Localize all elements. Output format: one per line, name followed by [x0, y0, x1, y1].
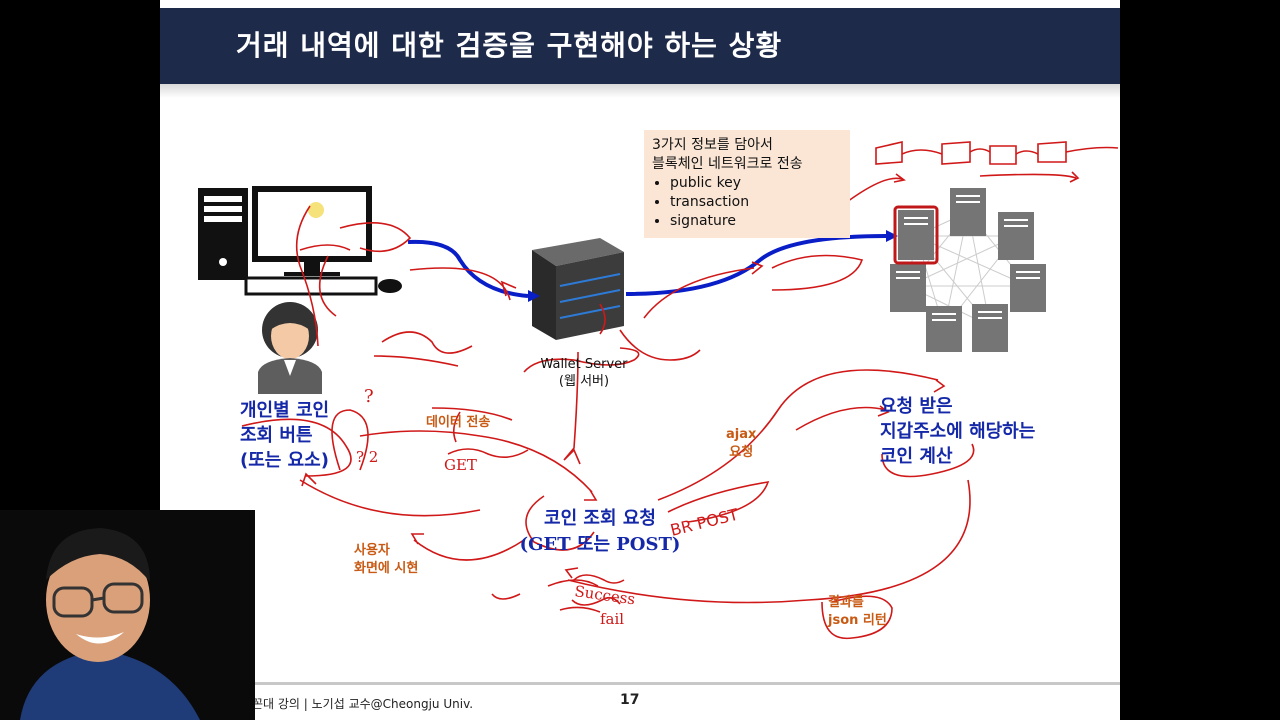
- coin-request-line-1: 코인 조회 요청: [544, 508, 656, 529]
- coin-request-label: 코인 조회 요청 (GET 또는 POST): [500, 506, 700, 558]
- coin-calc-line-3: 코인 계산: [880, 446, 953, 467]
- result-label-line-1: 결과를: [828, 595, 864, 610]
- user-action-label: 개인별 코인 조회 버튼 (또는 요소): [240, 398, 329, 473]
- blockchain-network-icon: [890, 188, 1046, 352]
- coin-calc-label: 요청 받은 지갑주소에 해당하는 코인 계산: [880, 394, 1035, 469]
- display-label-line-1: 사용자: [354, 543, 390, 558]
- info-item-public-key: public key: [670, 174, 842, 193]
- page-title: 거래 내역에 대한 검증을 구현해야 하는 상황: [236, 29, 783, 62]
- ajax-label-line-2: 요청: [729, 445, 754, 460]
- coin-calc-line-1: 요청 받은: [880, 396, 953, 417]
- wallet-server-icon: [532, 238, 624, 340]
- svg-text:? 2: ? 2: [356, 448, 378, 466]
- info-line-2: 블록체인 네트워크로 전송: [652, 156, 803, 172]
- presenter-video: [0, 510, 255, 720]
- title-bar: 거래 내역에 대한 검증을 구현해야 하는 상황: [160, 8, 1120, 84]
- wallet-server-name: Wallet Server: [540, 357, 628, 372]
- info-item-transaction: transaction: [670, 193, 842, 212]
- result-label: 결과를 json 리턴: [828, 594, 887, 630]
- page-number: 17: [620, 692, 640, 708]
- info-list: public key transaction signature: [652, 174, 842, 231]
- display-label-line-2: 화면에 시현: [354, 561, 419, 576]
- svg-text:fail: fail: [600, 610, 624, 628]
- title-divider: [160, 84, 1120, 98]
- ajax-label-line-1: ajax: [726, 427, 757, 442]
- user-action-line-1: 개인별 코인: [240, 400, 330, 421]
- monitor-icon: [244, 186, 402, 296]
- data-transfer-label: 데이터 전송: [426, 415, 491, 430]
- flow-arrow-server-to-network: [625, 234, 887, 296]
- user-avatar-icon: [258, 302, 322, 394]
- user-action-line-3: (또는 요소): [240, 450, 329, 471]
- info-line-1: 3가지 정보를 담아서: [652, 137, 773, 153]
- display-label: 사용자 화면에 시현: [354, 542, 418, 578]
- ajax-request-label: ajax 요청: [726, 426, 756, 462]
- info-item-signature: signature: [670, 212, 842, 231]
- slide: 거래 내역에 대한 검증을 구현해야 하는 상황: [160, 0, 1120, 720]
- coin-request-line-2: (GET 또는 POST): [519, 534, 681, 555]
- wallet-server-label: Wallet Server (웹 서버): [524, 356, 644, 390]
- user-action-line-2: 조회 버튼: [240, 425, 313, 446]
- svg-text:GET: GET: [444, 456, 477, 474]
- result-label-line-2: json 리턴: [828, 613, 887, 628]
- footer-divider: [160, 682, 1120, 685]
- pc-tower-icon: [198, 188, 248, 280]
- wallet-server-sub: (웹 서버): [558, 374, 610, 389]
- coin-calc-line-2: 지갑주소에 해당하는: [880, 421, 1036, 442]
- info-box: 3가지 정보를 담아서 블록체인 네트워크로 전송 public key tra…: [644, 130, 850, 238]
- svg-text:?: ?: [364, 386, 374, 407]
- footer-credit: 꼰대 강의 | 노기섭 교수@Cheongju Univ.: [252, 697, 474, 711]
- webcam-overlay: [0, 510, 255, 720]
